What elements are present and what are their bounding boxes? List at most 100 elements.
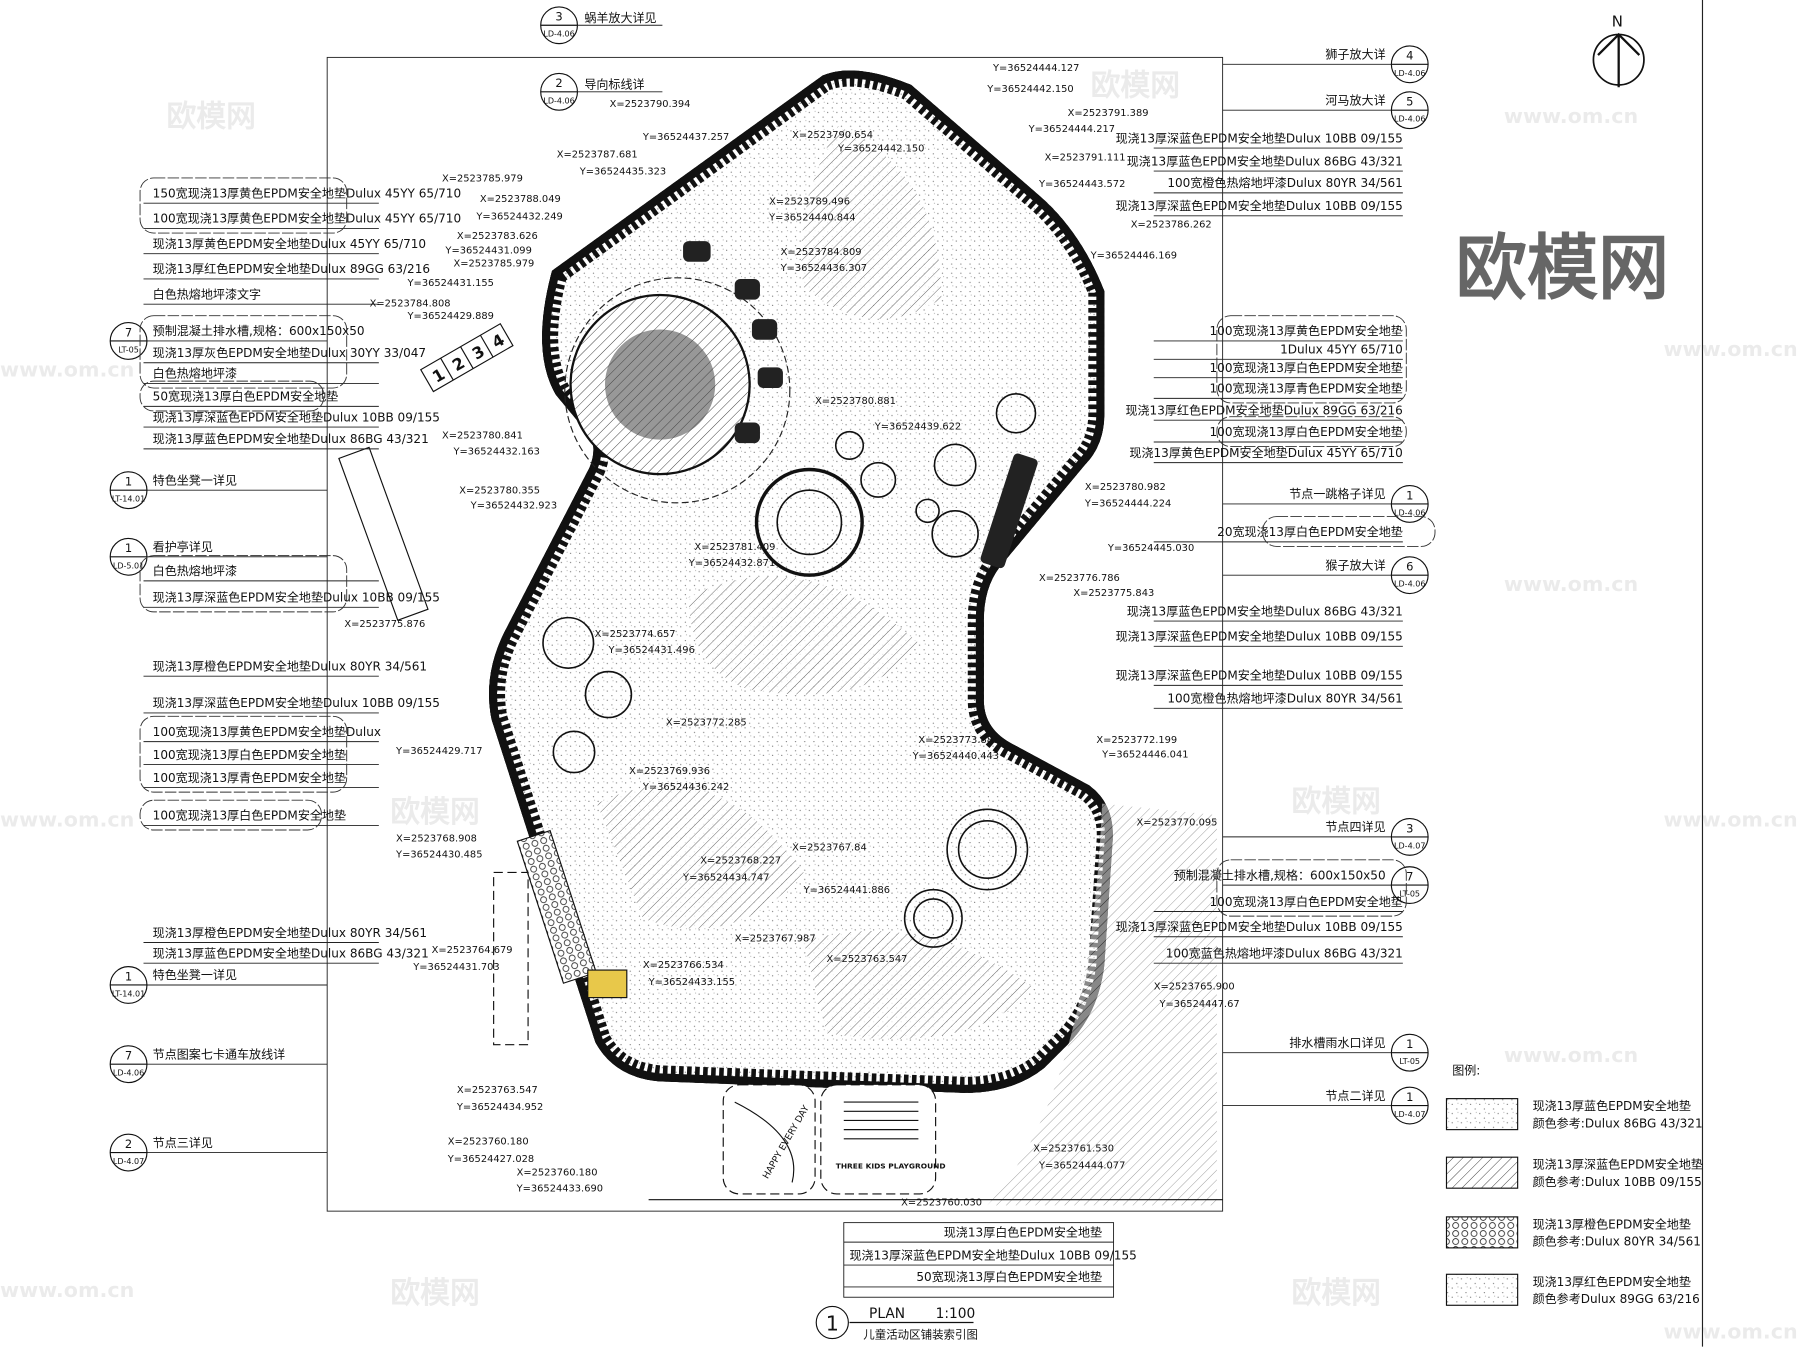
left-annotation-label: 现浇13厚深蓝色EPDM安全地垫Dulux 10BB 09/155: [153, 590, 440, 605]
callout-number: 6: [1406, 560, 1413, 574]
animal-seats: [683, 241, 783, 444]
right-annotation-label: 100宽现浇13厚白色EPDM安全地垫: [1210, 360, 1403, 375]
left-annotation-label: 特色坐凳一详见: [153, 967, 237, 982]
watermark-logo: 欧模网: [1292, 1276, 1381, 1311]
detail-callout[interactable]: 1LT-05: [1390, 1033, 1429, 1072]
detail-callout[interactable]: 1LD-4.07: [1390, 1086, 1429, 1125]
survey-coordinate: Y=36524433.690: [516, 1184, 603, 1195]
left-annotation-label: 100宽现浇13厚青色EPDM安全地垫: [153, 770, 346, 785]
detail-callout[interactable]: 7LT-05: [109, 322, 148, 360]
feature-seat: [587, 969, 628, 999]
callout-number: 1: [125, 969, 132, 983]
watermark-logo: 欧模网: [1091, 68, 1180, 103]
right-annotation-label: 排水槽雨水口详见: [1289, 1035, 1385, 1050]
watermark-url: www.om.cn: [1504, 104, 1638, 128]
left-annotation-label: 50宽现浇13厚白色EPDM安全地垫: [153, 389, 339, 404]
left-annotation-label: 特色坐凳一详见: [153, 472, 237, 487]
watermark-url: www.om.cn: [1663, 808, 1797, 832]
left-annotation-label: 现浇13厚橙色EPDM安全地垫Dulux 80YR 34/561: [153, 925, 427, 940]
legend-item-color-ref: 颜色参考:Dulux 10BB 09/155: [1533, 1174, 1702, 1189]
watermark-url: www.om.cn: [0, 358, 134, 382]
detail-callout[interactable]: 6LD-4.06: [1390, 556, 1429, 595]
detail-callout[interactable]: 3LD-4.07: [1390, 817, 1429, 856]
callout-number: 2: [125, 1137, 132, 1151]
callout-number: 1: [1406, 1090, 1413, 1104]
detail-callout[interactable]: 1LD-5.01: [109, 537, 148, 576]
survey-coordinate: Y=36524447.67: [1158, 999, 1239, 1010]
right-annotation-label: 现浇13厚蓝色EPDM安全地垫Dulux 86BG 43/321: [1127, 603, 1403, 618]
survey-coordinate: Y=36524440.844: [768, 212, 855, 223]
survey-coordinate: Y=36524427.028: [447, 1154, 534, 1165]
callout-number: 7: [1406, 870, 1413, 884]
detail-callout[interactable]: 4LD-4.06: [1390, 45, 1429, 84]
left-annotation-label: 白色热熔地坪漆: [153, 563, 237, 578]
left-annotation-label: 节点图案七卡通车放线详: [153, 1046, 286, 1061]
callout-sheet-ref: LD-4.06: [1394, 580, 1425, 589]
watermark-url: www.om.cn: [0, 1278, 134, 1302]
survey-coordinate: X=2523767.84: [792, 843, 867, 854]
survey-coordinate: Y=36524441.886: [803, 885, 890, 896]
detail-callout[interactable]: 5LD-4.06: [1390, 91, 1429, 130]
survey-coordinate: Y=36524442.150: [986, 84, 1073, 95]
revision-cloud: [1262, 516, 1436, 547]
survey-coordinate: Y=36524431.703: [412, 962, 499, 973]
survey-coordinate: Y=36524436.242: [642, 782, 729, 793]
central-feature-ring: [564, 277, 791, 504]
callout-sheet-ref: LT-14.01: [112, 989, 145, 998]
right-annotation-label: 狮子放大详: [1325, 47, 1385, 62]
top-callout-label: 导向标线详: [584, 76, 644, 91]
detail-callout[interactable]: 1LT-14.01: [109, 966, 148, 1004]
survey-coordinate: Y=36524446.041: [1101, 750, 1188, 761]
survey-coordinate: X=2523780.355: [459, 486, 540, 497]
right-annotation-label: 100宽橙色热熔地坪漆Dulux 80YR 34/561: [1167, 175, 1403, 190]
right-annotation-label: 现浇13厚深蓝色EPDM安全地垫Dulux 10BB 09/155: [1116, 629, 1403, 644]
left-annotation-label: 150宽现浇13厚黄色EPDM安全地垫Dulux 45YY 65/710: [153, 185, 461, 200]
revision-cloud: [139, 715, 348, 793]
survey-coordinate: X=2523772.199: [1096, 735, 1177, 746]
legend-item-name: 现浇13厚蓝色EPDM安全地垫: [1533, 1098, 1691, 1113]
left-annotation-label: 现浇13厚蓝色EPDM安全地垫Dulux 86BG 43/321: [153, 431, 429, 446]
callout-sheet-ref: LT-14.01: [112, 495, 145, 504]
watermark-url: www.om.cn: [1504, 572, 1638, 596]
detail-callout[interactable]: 3LD-4.06: [540, 6, 579, 45]
right-annotation-label: 节点一跳格子详见: [1289, 486, 1385, 501]
detail-callout[interactable]: 7LT-05: [1390, 866, 1429, 905]
right-annotation-label: 现浇13厚蓝色EPDM安全地垫Dulux 86BG 43/321: [1127, 153, 1403, 168]
callout-sheet-ref: LD-4.06: [1394, 508, 1425, 517]
legend-item-color-ref: 颜色参考Dulux 89GG 63/216: [1533, 1291, 1700, 1306]
callout-number: 4: [1406, 49, 1413, 63]
left-annotation-label: 现浇13厚深蓝色EPDM安全地垫Dulux 10BB 09/155: [153, 695, 440, 710]
survey-coordinate: X=2523788.049: [480, 194, 561, 205]
detail-callout[interactable]: 2LD-4.07: [109, 1133, 148, 1172]
detail-callout[interactable]: 7LD-4.06: [109, 1045, 148, 1084]
watermark-logo: 欧模网: [1292, 785, 1381, 820]
survey-coordinate: X=2523784.808: [370, 299, 451, 310]
callout-sheet-ref: LD-4.06: [113, 1069, 144, 1078]
legend-item-name: 现浇13厚红色EPDM安全地垫: [1533, 1274, 1691, 1289]
detail-callout[interactable]: 1LT-14.01: [109, 471, 148, 510]
survey-coordinate: X=2523787.681: [557, 149, 638, 160]
bench-strip: [493, 871, 529, 1046]
callout-sheet-ref: LD-4.06: [1394, 115, 1425, 124]
survey-coordinate: X=2523775.843: [1073, 588, 1154, 599]
survey-coordinate: X=2523780.841: [442, 431, 523, 442]
right-annotation-label: 20宽现浇13厚白色EPDM安全地垫: [1217, 524, 1403, 539]
right-annotation-label: 100宽现浇13厚黄色EPDM安全地垫: [1210, 323, 1403, 338]
outer-hatch-zone: [987, 803, 1217, 1206]
survey-coordinate: X=2523765.900: [1154, 982, 1235, 993]
right-annotation-label: 猴子放大详: [1325, 557, 1385, 572]
right-annotation-label: 100宽蓝色热熔地坪漆Dulux 86BG 43/321: [1166, 945, 1403, 960]
detail-callout[interactable]: 2LD-4.06: [540, 72, 579, 111]
callout-sheet-ref: LD-4.07: [1394, 1110, 1425, 1119]
detail-callout[interactable]: 1LD-4.06: [1390, 485, 1429, 523]
survey-coordinate: X=2523768.227: [700, 855, 781, 866]
survey-coordinate: X=2523775.876: [344, 619, 425, 630]
survey-coordinate: X=2523790.654: [792, 130, 873, 141]
survey-coordinate: X=2523764.679: [432, 945, 513, 956]
callout-number: 3: [555, 10, 562, 24]
three-kids-text: THREE KIDS PLAYGROUND: [836, 1162, 946, 1171]
watermark-url: www.om.cn: [0, 808, 134, 832]
legend-swatch: [1445, 1273, 1519, 1306]
